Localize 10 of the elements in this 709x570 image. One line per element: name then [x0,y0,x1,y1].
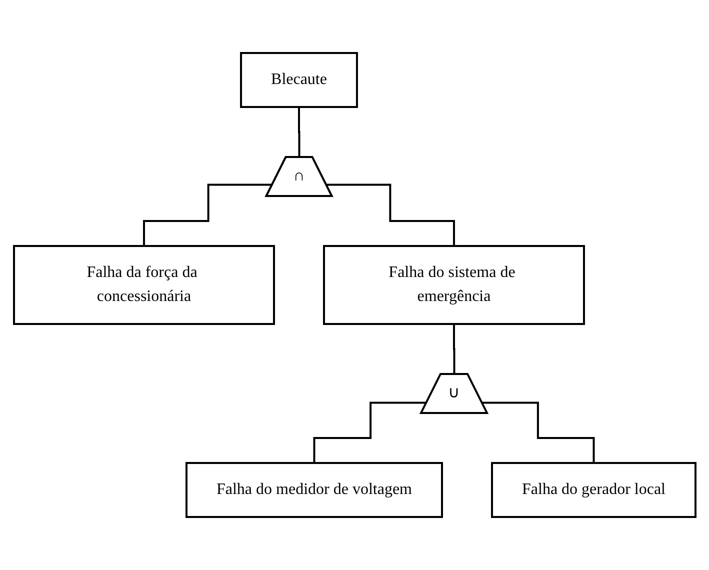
node-box [12,245,275,325]
connector [142,184,272,247]
node-box [240,52,358,108]
connector [313,402,427,464]
connector [326,184,455,247]
fault-tree-diagram: Blecaute ∩ Falha da força da concessionária Falha do sistema de emergência ∪ Falha do medidor de voltagem Falha do gerador local [6,45,704,525]
node-box [322,245,585,325]
node-box [185,462,443,518]
connector [482,402,594,464]
node-box [490,462,696,518]
